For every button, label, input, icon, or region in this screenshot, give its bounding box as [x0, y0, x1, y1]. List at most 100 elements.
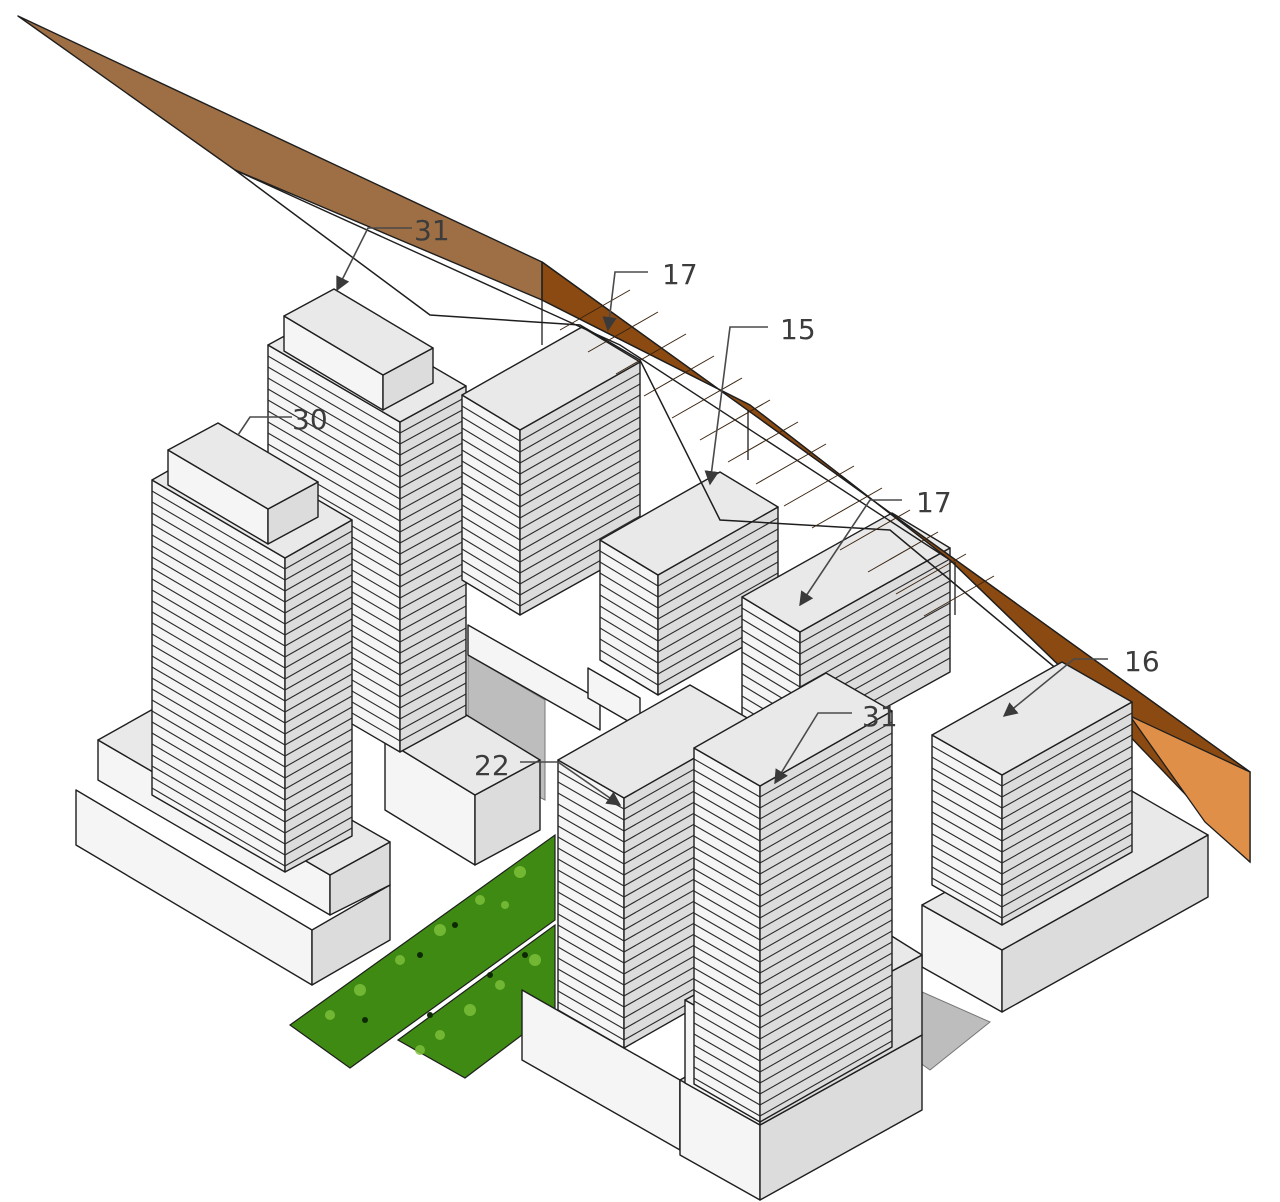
ref-label-17-lower: 17 [916, 486, 952, 519]
plane-step-line [699, 399, 771, 441]
floor-line [1001, 844, 1133, 919]
floor-line [557, 924, 625, 964]
floor-line [284, 585, 353, 625]
floor-line [557, 891, 625, 931]
floor-line [151, 611, 286, 691]
floor-line [399, 506, 467, 544]
floor-line [599, 561, 659, 598]
floor-line [741, 618, 801, 655]
floor-line [693, 1077, 761, 1117]
floor-line [461, 438, 521, 475]
floor-line [461, 427, 521, 464]
floor-line [931, 811, 1003, 853]
floor-line [151, 655, 286, 735]
floor-line [759, 996, 893, 1073]
floor-line [931, 822, 1003, 864]
floor-line [759, 963, 893, 1040]
plane-step-line [811, 487, 883, 529]
floor-line [693, 1066, 761, 1106]
floor-line [399, 660, 467, 698]
plane-step-line [783, 465, 855, 507]
floor-line [151, 589, 286, 669]
floor-line [284, 827, 353, 867]
floor-line [657, 517, 779, 587]
floor-line [759, 1007, 893, 1084]
floor-line [759, 908, 893, 985]
floor-line [693, 890, 761, 930]
floor-line [399, 539, 467, 577]
floor-line [759, 721, 893, 798]
floor-line [599, 627, 659, 664]
slab-back-center-floors [461, 372, 641, 607]
floor-line [399, 583, 467, 621]
floor-line [1001, 778, 1133, 853]
leader-17-lower [799, 499, 902, 607]
floor-line [741, 629, 801, 666]
floor-line [399, 616, 467, 654]
floor-line [599, 638, 659, 675]
floor-line [399, 528, 467, 566]
floor-line [1001, 734, 1133, 809]
floor-line [759, 820, 893, 897]
floor-line [931, 800, 1003, 842]
floor-line [399, 649, 467, 687]
floor-line [284, 761, 353, 801]
floor-line [284, 552, 353, 592]
floor-line [399, 418, 467, 456]
floor-line [931, 745, 1003, 787]
floor-line [151, 699, 286, 779]
floor-line [759, 930, 893, 1007]
floor-line [1001, 756, 1133, 831]
floor-line [1001, 712, 1133, 787]
floor-line [693, 802, 761, 842]
floor-line [599, 605, 659, 642]
floor-line [759, 809, 893, 886]
floor-line [931, 789, 1003, 831]
floor-line [759, 798, 893, 875]
floor-line [931, 844, 1003, 886]
floor-line [759, 974, 893, 1051]
floor-line [1001, 723, 1133, 798]
floor-line [657, 539, 779, 609]
floor-line [399, 396, 467, 434]
floor-line [931, 877, 1003, 919]
floor-line [151, 556, 286, 636]
floor-line [759, 754, 893, 831]
floor-line [399, 627, 467, 665]
floor-line [741, 607, 801, 644]
floor-line [557, 792, 625, 832]
ref-label-31-lower: 31 [862, 700, 898, 733]
floor-line [399, 429, 467, 467]
floor-line [759, 853, 893, 930]
floor-line [557, 836, 625, 876]
floor-line [519, 471, 641, 541]
floor-line [461, 570, 521, 607]
floor-line [693, 868, 761, 908]
floor-line [557, 946, 625, 986]
leader-31-lower [774, 712, 852, 785]
floor-line [284, 629, 353, 669]
floor-line [519, 383, 641, 453]
leader-31-upper [336, 227, 412, 292]
floor-line [284, 772, 353, 812]
floor-line [557, 847, 625, 887]
floor-line [557, 990, 625, 1030]
floor-line [557, 869, 625, 909]
floor-line [693, 758, 761, 798]
floor-line [519, 460, 641, 530]
plane-step-line [895, 553, 967, 595]
floor-line [519, 416, 641, 486]
floor-line [557, 803, 625, 843]
floor-line [759, 941, 893, 1018]
floor-line [399, 440, 467, 478]
floor-line [284, 684, 353, 724]
floor-line [399, 561, 467, 599]
floor-line [267, 388, 401, 467]
floor-line [693, 1000, 761, 1040]
floor-line [284, 640, 353, 680]
tower-front-right-floors [693, 721, 893, 1117]
floor-line [461, 548, 521, 585]
floor-line [759, 1040, 893, 1117]
floor-line [799, 580, 951, 666]
floor-line [151, 787, 286, 867]
